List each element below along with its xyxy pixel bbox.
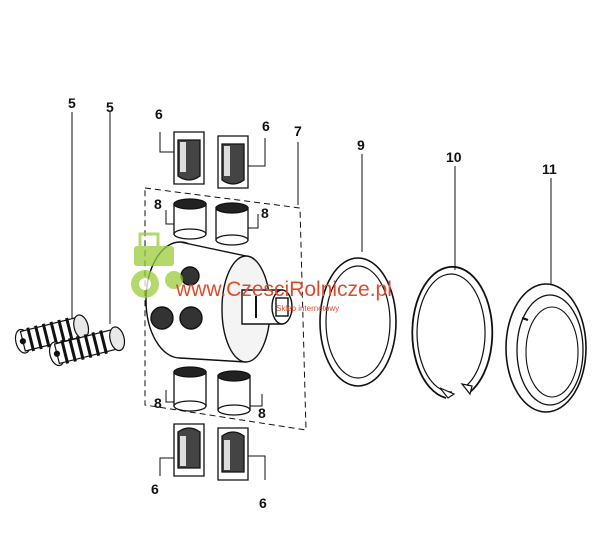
shoe-top-left: [159, 131, 205, 185]
watermark-main-text: www.CzesciRolnicze.pl: [175, 278, 392, 301]
shoe-top-right: [217, 135, 266, 189]
tractor-logo-icon: [131, 232, 183, 298]
shoe-bottom-left: [159, 423, 205, 477]
callout-assembly: 7: [294, 123, 302, 139]
callout-spring-b: 5: [106, 99, 114, 115]
callout-shoe-bottom-left: 6: [151, 481, 159, 497]
bush-bottom-left: [165, 366, 207, 412]
callout-bush-bottom-right: 8: [258, 405, 266, 421]
spring-part-5b: [48, 112, 126, 367]
shoe-bottom-right: [217, 427, 266, 481]
ring-part-9: [319, 154, 397, 387]
bush-top-left: [165, 198, 207, 240]
assembly-bracket: [144, 187, 307, 431]
callout-seal: 11: [542, 161, 557, 177]
spring-part-5a: [14, 112, 90, 354]
housing-body: [145, 241, 293, 363]
callout-shoe-top-right: 6: [262, 118, 270, 134]
callout-spring-a: 5: [68, 95, 76, 111]
watermark: www.CzesciRolnicze.pl Sklep internetowy: [131, 232, 392, 313]
snap-ring-part-10: [411, 166, 494, 399]
watermark-sub-text: Sklep internetowy: [276, 304, 339, 313]
callout-shoe-top-left: 6: [155, 106, 163, 122]
bush-bottom-right: [217, 370, 263, 416]
callout-bush-bottom-left: 8: [154, 395, 162, 411]
seal-part-11: [505, 178, 587, 413]
callout-bush-top-left: 8: [154, 196, 162, 212]
callout-shoe-bottom-right: 6: [259, 495, 267, 511]
callout-ring: 9: [357, 137, 365, 153]
callout-bush-top-right: 8: [261, 205, 269, 221]
bush-top-right: [215, 202, 259, 246]
callout-snap-ring: 10: [446, 149, 462, 165]
